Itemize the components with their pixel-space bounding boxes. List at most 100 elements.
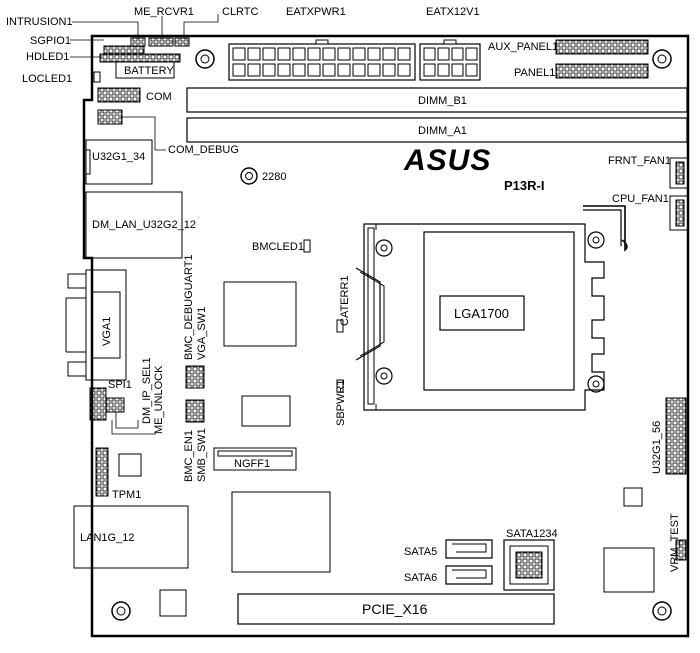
smb-sw-label: SMB_SW1 <box>196 428 208 482</box>
dm-ip-sel-jumper: DM_IP_SEL1 <box>105 357 153 429</box>
board-outline <box>82 34 690 638</box>
power-pin <box>307 47 321 61</box>
chip-right-large <box>603 547 655 593</box>
power-pin <box>382 47 396 61</box>
power-pin <box>292 63 306 77</box>
eatxpwr-label: EATXPWR1 <box>286 6 346 18</box>
sbpwr-led: SBPWR1 <box>335 379 347 426</box>
clrtc-label: CLRTC <box>222 6 259 18</box>
power-pin <box>423 47 436 61</box>
power-pin <box>262 47 276 61</box>
power-pin <box>451 47 464 61</box>
ngff-label: NGFF1 <box>234 458 270 470</box>
dm-lan-port: DM_LAN_U32G2_12 <box>85 191 196 259</box>
power-pin <box>382 63 396 77</box>
power-pin <box>262 63 276 77</box>
sbpwr-label: SBPWR1 <box>335 380 347 426</box>
hdled-label: HDLED1 <box>26 51 69 63</box>
dimm-b-slot: DIMM_B1 <box>186 87 688 113</box>
sata5-label: SATA5 <box>404 546 437 558</box>
sata5-port: SATA5 <box>404 539 493 559</box>
com-header: COM <box>97 87 172 103</box>
spi-header: SPI1 <box>89 379 132 421</box>
ngff-slot: NGFF1 <box>213 447 297 471</box>
com-label: COM <box>146 91 172 103</box>
hdled-header: HDLED1 <box>26 51 181 63</box>
sata1234-label: SATA1234 <box>506 528 558 540</box>
power-pin <box>337 47 351 61</box>
power-pin <box>465 63 478 77</box>
eatx12v-connector: EATX12V1 <box>419 6 481 81</box>
power-pin <box>277 47 291 61</box>
panel-label: PANEL1 <box>514 67 555 79</box>
m2-standoff-2280: 2280 <box>240 167 286 185</box>
battery: BATTERY <box>115 61 175 79</box>
pcie-x16-slot: PCIE_X16 <box>237 593 555 625</box>
dimm-a-label: DIMM_A1 <box>418 125 467 137</box>
clrtc-header: CLRTC <box>174 6 259 47</box>
chip-bottom <box>159 589 187 617</box>
sata1234-connector: SATA1234 <box>503 528 558 591</box>
bmc-en-jumper <box>185 399 205 423</box>
bmc-chip <box>223 281 297 347</box>
bmcled-label: BMCLED1 <box>252 241 304 253</box>
power-pin <box>367 47 381 61</box>
cpu-fan-header: CPU_FAN1 <box>612 193 689 231</box>
cpu-fan-label: CPU_FAN1 <box>612 193 669 205</box>
tpm-header: TPM1 <box>95 447 141 501</box>
asus-logo: ASUS <box>403 144 491 177</box>
power-pin <box>397 47 411 61</box>
com-debug-header: COM_DEBUG <box>97 109 239 156</box>
caterr-led: CATERR1 <box>336 275 351 333</box>
u32g1-34-label: U32G1_34 <box>92 151 145 163</box>
sata6-port: SATA6 <box>404 565 493 585</box>
aux-panel-header: AUX_PANEL1 <box>488 39 649 55</box>
power-pin <box>292 47 306 61</box>
power-pin <box>437 63 450 77</box>
bmc-debuguart-header <box>185 365 205 389</box>
vga-sw-label: VGA_SW1 <box>196 307 208 360</box>
small-chip <box>118 453 142 477</box>
chipset <box>231 491 331 573</box>
power-pin <box>451 63 464 77</box>
vga-connector: VGA1 <box>65 269 127 381</box>
me-rcvr-label: ME_RCVR1 <box>134 6 194 18</box>
model-label: P13R-I <box>504 178 544 193</box>
locled-label: LOCLED1 <box>22 73 72 85</box>
power-pin <box>277 63 291 77</box>
lan-label: LAN1G_12 <box>80 532 134 544</box>
bmc-en-label: BMC_EN1 <box>183 430 195 482</box>
cpu-socket <box>355 205 628 411</box>
vrm-test-label: VRM_TEST <box>669 513 681 572</box>
caterr-label: CATERR1 <box>339 275 351 326</box>
power-pin <box>247 47 261 61</box>
eatxpwr-connector: EATXPWR1 <box>228 6 416 81</box>
spi-label: SPI1 <box>108 379 132 391</box>
intrusion-label: INTRUSION1 <box>6 16 73 28</box>
com-debug-label: COM_DEBUG <box>168 144 239 156</box>
tpm-label: TPM1 <box>112 489 141 501</box>
power-pin <box>423 63 436 77</box>
sgpio-header: SGPIO1 <box>30 35 145 55</box>
bmcled: BMCLED1 <box>252 239 311 253</box>
locled: LOCLED1 <box>22 71 101 85</box>
intrusion-header: INTRUSION1 <box>6 16 146 47</box>
power-pin <box>232 47 246 61</box>
frnt-fan-header: FRNT_FAN1 <box>608 155 689 189</box>
m2-2280-label: 2280 <box>262 171 286 183</box>
eatx12v-label: EATX12V1 <box>426 6 480 18</box>
me-rcvr-header: ME_RCVR1 <box>134 6 194 47</box>
u32g1-56-header: U32G1_56 <box>651 397 687 475</box>
power-pin <box>247 63 261 77</box>
power-pin <box>337 63 351 77</box>
power-pin <box>352 47 366 61</box>
sgpio-label: SGPIO1 <box>30 35 71 47</box>
panel-header: PANEL1 <box>514 63 649 79</box>
vga-label: VGA1 <box>101 317 113 346</box>
mounting-holes <box>111 49 672 621</box>
chip-right-small <box>623 487 643 507</box>
lan-port: LAN1G_12 <box>73 505 189 569</box>
power-pin <box>322 63 336 77</box>
